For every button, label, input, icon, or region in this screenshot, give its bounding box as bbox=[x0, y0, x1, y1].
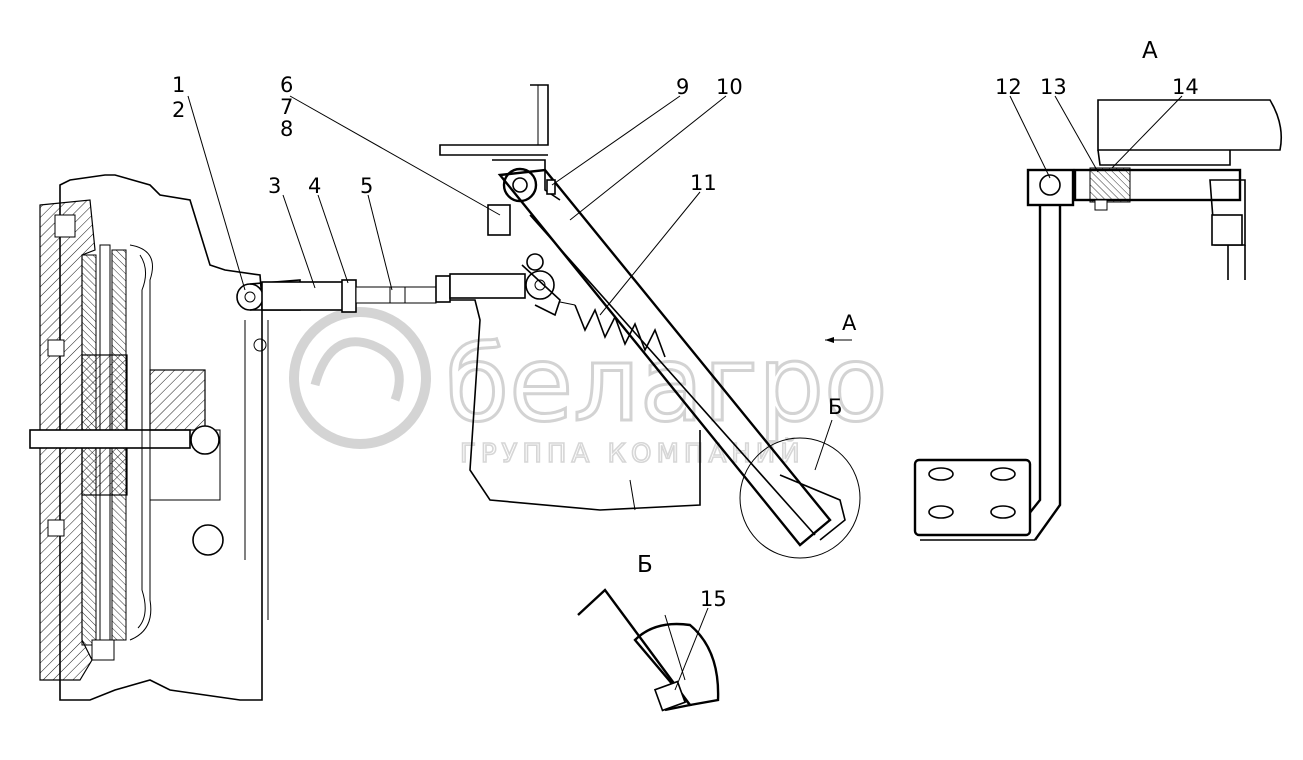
callout-8: 8 bbox=[280, 117, 293, 141]
callout-2: 2 bbox=[172, 98, 185, 122]
watermark-subtitle: ГРУППА КОМПАНИЙ bbox=[460, 437, 805, 469]
view-a-assembly bbox=[913, 99, 1283, 541]
callout-4: 4 bbox=[308, 174, 321, 198]
callout-5: 5 bbox=[360, 174, 373, 198]
clutch-housing-section bbox=[29, 174, 269, 701]
callout-11: 11 bbox=[690, 171, 717, 195]
watermark-brand: белагро bbox=[445, 323, 888, 445]
pedal-plate-bolts bbox=[928, 467, 1016, 519]
callout-13: 13 bbox=[1040, 75, 1067, 99]
callout-6: 6 bbox=[280, 73, 293, 97]
mounting-bracket bbox=[430, 84, 701, 511]
callout-7: 7 bbox=[280, 95, 293, 119]
callout-15: 15 bbox=[700, 587, 727, 611]
pedal-lever bbox=[487, 167, 846, 547]
callout-3: 3 bbox=[268, 174, 281, 198]
detail-b-circle-label: Б bbox=[828, 395, 842, 419]
linkage-rod-assembly bbox=[236, 253, 561, 317]
watermark: белагро ГРУППА КОМПАНИЙ bbox=[289, 307, 889, 470]
view-a-arrow-label: А bbox=[842, 311, 857, 335]
callout-9: 9 bbox=[676, 75, 689, 99]
watermark-logo-icon bbox=[289, 307, 431, 449]
callout-leaders bbox=[187, 95, 1183, 691]
callout-1: 1 bbox=[172, 73, 185, 97]
view-a-arrow: А bbox=[825, 311, 857, 343]
callout-10: 10 bbox=[716, 75, 743, 99]
callout-12: 12 bbox=[995, 75, 1022, 99]
detail-b-pedal-pad bbox=[577, 588, 720, 712]
view-b-title: Б bbox=[637, 552, 653, 578]
view-a-title: А bbox=[1142, 38, 1158, 64]
detail-b-circle bbox=[739, 437, 861, 559]
callout-labels: 1 2 3 4 5 6 7 8 9 10 11 12 13 14 15 bbox=[172, 73, 1199, 611]
callout-14: 14 bbox=[1172, 75, 1199, 99]
